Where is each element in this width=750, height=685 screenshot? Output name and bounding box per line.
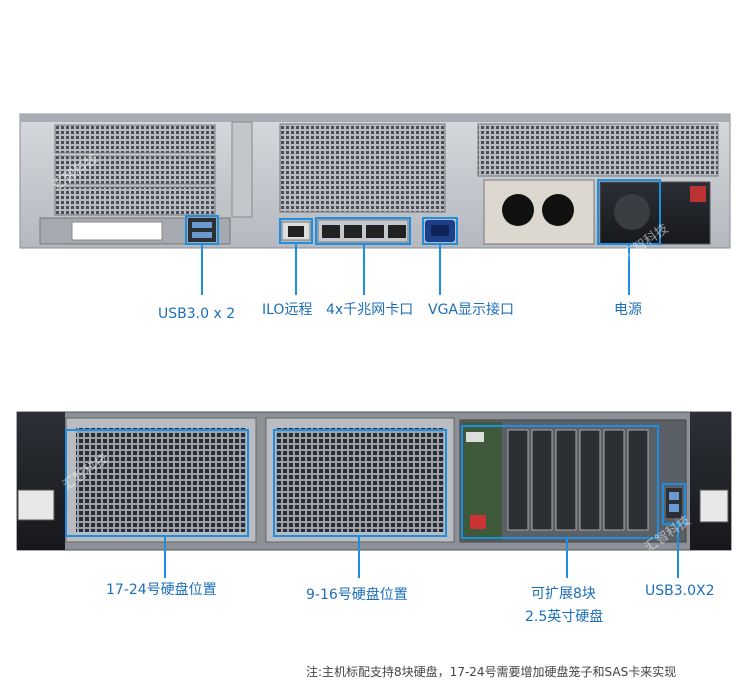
label-bay-17-24: 17-24号硬盘位置 (106, 582, 217, 598)
bay-expand-highlight-box (461, 425, 659, 539)
label-ilo: ILO远程 (262, 302, 313, 318)
footnote: 注:主机标配支持8块硬盘，17-24号需要增加硬盘笼子和SAS卡来实现 (306, 665, 677, 679)
usb-front-highlight-box (662, 483, 686, 525)
label-usb-rear: USB3.0 x 2 (158, 306, 236, 322)
label-expand-line2: 2.5英寸硬盘 (525, 609, 604, 625)
vga-port-icon (425, 220, 455, 242)
label-expand-line1: 可扩展8块 (531, 586, 596, 602)
bay-17-24-highlight-box (65, 429, 249, 537)
label-psu: 电源 (614, 302, 642, 318)
drive-bay-icon (507, 429, 682, 531)
label-nic: 4x千兆网卡口 (326, 302, 414, 318)
label-usb-front: USB3.0X2 (645, 583, 715, 599)
rj45-port-icon (281, 221, 311, 241)
label-vga: VGA显示接口 (428, 302, 515, 318)
nic-ports (317, 219, 409, 243)
label-bay-9-16: 9-16号硬盘位置 (306, 587, 408, 603)
usb-port-icon (188, 218, 216, 242)
psu-fan-icon (483, 179, 711, 245)
